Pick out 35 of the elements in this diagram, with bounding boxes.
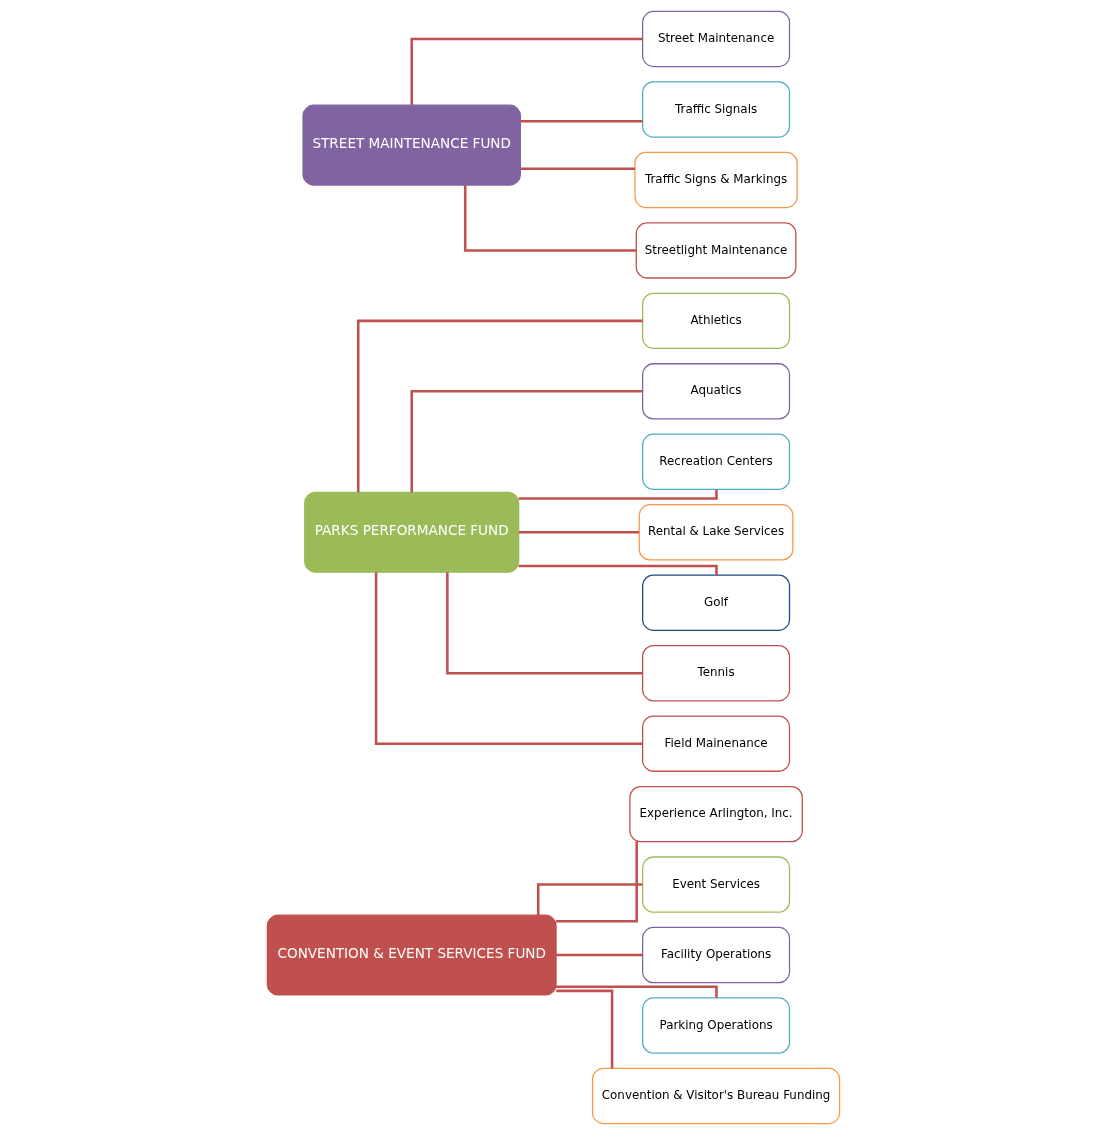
node-box: Field Mainenance — [641, 715, 790, 772]
connector — [409, 37, 642, 105]
node-box: Aquatics — [641, 363, 790, 420]
connector — [518, 564, 718, 575]
node-box: Golf — [641, 574, 790, 631]
connector — [518, 489, 718, 500]
node-box: PARKS PERFORMANCE FUND — [303, 491, 519, 573]
connector — [555, 989, 613, 1069]
node-box: Street Maintenance — [641, 10, 790, 68]
connector — [518, 531, 639, 534]
node-box: STREET MAINTENANCE FUND — [301, 104, 521, 186]
node-box: Convention & Visitor's Bureau Funding — [591, 1067, 840, 1125]
node-box: CONVENTION & EVENT SERVICES FUND — [266, 914, 557, 996]
node-box: Event Services — [641, 856, 790, 913]
connector — [555, 841, 638, 923]
node-box: Streetlight Maintenance — [635, 222, 796, 279]
node-box: Experience Arlington, Inc. — [628, 785, 803, 843]
node-box: Facility Operations — [641, 926, 790, 984]
connector — [445, 572, 642, 675]
connector — [520, 167, 635, 170]
connector — [374, 572, 642, 745]
node-box: Tennis — [641, 644, 790, 702]
node-box: Traffic Signals — [641, 81, 790, 138]
node-box: Recreation Centers — [641, 433, 790, 491]
connector — [356, 319, 643, 493]
node-box: Rental & Lake Services — [638, 504, 794, 561]
node-box: Parking Operations — [641, 997, 790, 1054]
node-box: Traffic Signs & Markings — [633, 151, 798, 209]
connector — [536, 883, 642, 915]
connector — [555, 953, 642, 957]
connector — [520, 119, 642, 123]
node-box: Athletics — [641, 292, 790, 350]
connector — [409, 390, 642, 493]
connector — [463, 185, 636, 252]
connector — [555, 985, 718, 998]
